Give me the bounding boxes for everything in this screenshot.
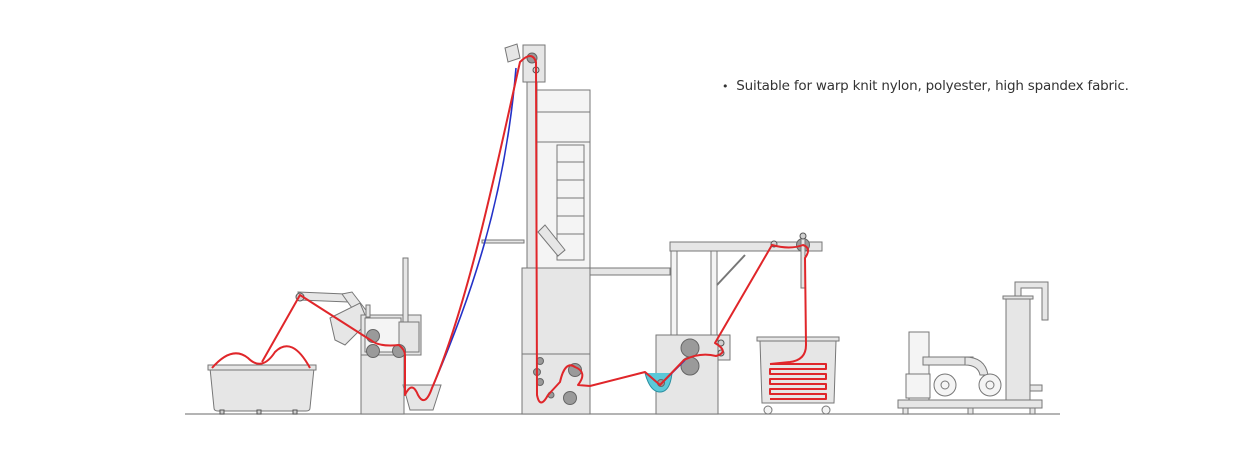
pump-unit <box>897 281 1049 415</box>
folding-cart <box>756 336 840 415</box>
padder-machine <box>644 232 823 415</box>
caption-text: Suitable for warp knit nylon, polyester,… <box>736 78 1129 94</box>
cart-coil-path <box>769 363 827 400</box>
drying-tower <box>481 43 671 415</box>
bullet: • <box>722 80 729 93</box>
feature-caption: • Suitable for warp knit nylon, polyester… <box>722 78 1129 94</box>
fabric-path <box>211 55 809 404</box>
secondary-fabric-path <box>431 67 517 389</box>
fabric-tub <box>207 364 317 415</box>
feeding-machine <box>295 257 442 415</box>
